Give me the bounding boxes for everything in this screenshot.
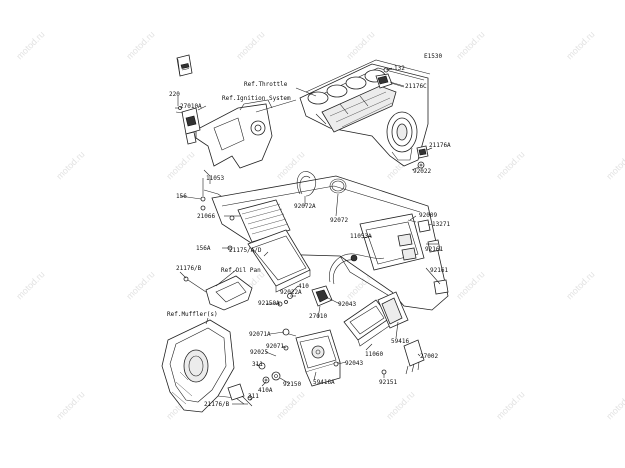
washer-92022 <box>417 161 425 169</box>
clamp-ring-92072 <box>329 178 347 194</box>
throttle-sensor-21176c <box>375 67 405 89</box>
watermark-text: motod.ru <box>54 149 86 181</box>
label-ref-ignition: Ref.Ignition System <box>222 95 291 102</box>
label-92025: 92025 <box>250 349 268 356</box>
rubber-damper-59416 <box>377 291 409 329</box>
label-21176b-upper: 21176/B <box>176 265 202 272</box>
label-92071: 92071 <box>266 343 284 350</box>
label-92150: 92150 <box>283 381 301 388</box>
label-21066: 21066 <box>197 213 215 220</box>
label-92071a: 92071A <box>249 331 271 338</box>
watermark-text: motod.ru <box>14 29 46 61</box>
ignition-bracket <box>195 99 273 184</box>
label-21176b-lower: 21176/B <box>204 401 230 408</box>
label-21176c: 21176C <box>405 83 427 90</box>
label-ref-muffler: Ref.Muffler(s) <box>167 311 218 318</box>
label-ref-oil-pan: Ref.Oil Pan <box>221 267 261 274</box>
watermark-text: motod.ru <box>564 29 596 61</box>
watermark-text: motod.ru <box>454 29 486 61</box>
watermark-text: motod.ru <box>234 29 266 61</box>
label-27002: 27002 <box>420 353 438 360</box>
label-92150a: 92150A <box>258 300 280 307</box>
label-11060: 11060 <box>365 351 383 358</box>
watermark-text: motod.ru <box>124 269 156 301</box>
label-92009: 92009 <box>419 212 437 219</box>
label-92072: 92072 <box>330 217 348 224</box>
label-92151: 92151 <box>379 379 397 386</box>
label-59416: 59416 <box>391 338 409 345</box>
watermark-text: motod.ru <box>274 149 306 181</box>
watermark-text: motod.ru <box>124 29 156 61</box>
relay-holder <box>359 213 425 271</box>
watermark-text: motod.ru <box>54 389 86 421</box>
watermark-text: motod.ru <box>164 149 196 181</box>
label-21175ad: 21175/A/D <box>229 247 262 254</box>
watermark-text: motod.ru <box>494 149 526 181</box>
label-410: 410 <box>298 283 309 290</box>
label-311-b: 311 <box>248 393 259 400</box>
sensor-21176a <box>416 145 433 159</box>
watermark-text: motod.ru <box>604 149 625 181</box>
wiring-harness <box>311 253 385 307</box>
ignition-coil-27010a <box>175 106 201 145</box>
watermark-text: motod.ru <box>384 389 416 421</box>
label-92043-a: 92043 <box>338 301 356 308</box>
actuator-assembly <box>281 328 341 387</box>
label-311-a: 311 <box>252 361 263 368</box>
label-27010: 27010 <box>309 313 327 320</box>
label-13271: 13271 <box>432 221 450 228</box>
label-21176a: 21176A <box>429 142 451 149</box>
leader-lines <box>177 67 441 405</box>
relay-13271 <box>417 219 449 295</box>
label-11053: 11053 <box>206 175 224 182</box>
label-59416a: 59416A <box>313 379 335 386</box>
catalog-book-icon <box>176 54 193 77</box>
watermark-text: motod.ru <box>14 269 46 301</box>
label-92072a: 92072A <box>294 203 316 210</box>
watermark-text: motod.ru <box>564 269 596 301</box>
regulator-21066 <box>229 199 291 243</box>
watermark-text: motod.ru <box>494 389 526 421</box>
throttle-body-assembly <box>299 59 431 167</box>
label-ref-throttle: Ref.Throttle <box>244 81 288 88</box>
part-labels: 132 21176C 21176A 92022 Ref.Throttle Ref… <box>167 65 451 408</box>
watermark-text: motod.ru <box>604 389 625 421</box>
relay-27002 <box>381 339 425 375</box>
o2-sensor-lower <box>227 383 253 407</box>
ecu-21175 <box>227 229 311 293</box>
label-92161-a: 92161 <box>425 246 443 253</box>
diagram-code: E1530 <box>424 53 442 60</box>
label-92022a: 92022A <box>280 289 302 296</box>
label-27010a: 27010A <box>180 103 202 110</box>
label-92043-b: 92043 <box>345 360 363 367</box>
label-92022: 92022 <box>413 168 431 175</box>
watermark-text: motod.ru <box>454 269 486 301</box>
label-156: 156 <box>176 193 187 200</box>
label-92161-b: 92161 <box>430 267 448 274</box>
oil-pan-sensor <box>183 275 253 311</box>
label-156a: 156A <box>196 245 211 252</box>
label-132: 132 <box>394 65 405 72</box>
muffler-section <box>161 319 245 413</box>
label-11053a: 11053A <box>350 233 372 240</box>
label-220: 220 <box>169 91 180 98</box>
watermark-text: motod.ru <box>274 389 306 421</box>
label-410a: 410A <box>258 387 273 394</box>
watermark-text: motod.ru <box>344 29 376 61</box>
